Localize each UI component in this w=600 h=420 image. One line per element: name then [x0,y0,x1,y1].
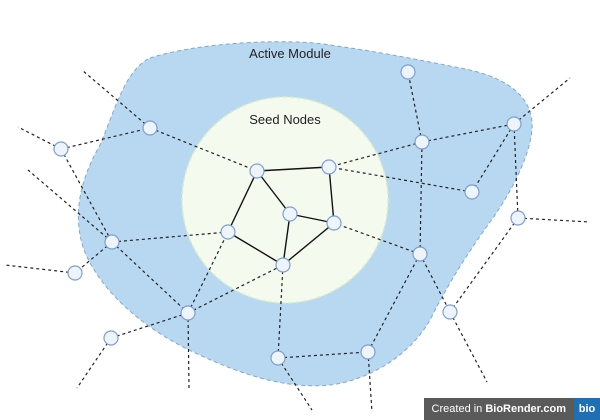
edge-dashed [513,123,519,219]
edge-dashed [367,253,421,353]
edge-dashed [328,166,473,193]
edges-group [4,69,591,413]
node [220,224,236,240]
seed-nodes-region [181,96,389,304]
active-module-label: Active Module [249,46,331,61]
edge-seed [227,170,258,233]
node [103,330,119,346]
edge-dashed [328,141,423,168]
edge-dashed [471,123,515,193]
edge-dashed [449,311,488,383]
node [442,304,458,320]
seed-nodes-label: Seed Nodes [249,112,321,127]
edge-dashed [419,141,423,255]
nodes-group [53,64,526,366]
edge-dashed [110,312,189,339]
node [464,184,480,200]
node [142,120,158,136]
edge-dashed [421,123,515,143]
edge-dashed [367,351,373,413]
edge-dashed [187,312,190,389]
node [67,265,83,281]
edge-dashed [513,77,571,125]
node [360,344,376,360]
node [326,215,342,231]
edge-dashed [419,253,451,313]
node [104,234,120,250]
edge-dashed [449,217,519,313]
bio-logo: bio [574,398,600,420]
node [282,206,298,222]
node [506,116,522,132]
node [321,159,337,175]
node [400,64,416,80]
edge-dashed [76,337,112,389]
badge-prefix: Created in [431,403,483,415]
edge-seed [256,166,330,172]
edge-dashed [4,264,76,274]
edge-seed [256,170,291,215]
node [249,163,265,179]
node [270,350,286,366]
edge-dashed [74,241,113,274]
edge-dashed [149,127,258,172]
node [412,246,428,262]
node [414,134,430,150]
edge-dashed [27,169,113,243]
badge-brand: BioRender.com [485,403,566,415]
edge-dashed [111,241,189,314]
node [275,257,291,273]
node [180,305,196,321]
biorender-badge[interactable]: Created in BioRender.com bio [423,398,600,420]
edge-seed [328,166,335,224]
edge-dashed [17,126,62,150]
node [510,210,526,226]
edge-seed [282,213,291,266]
edge-seed [282,222,335,266]
edge-dashed [277,357,313,411]
badge-text: Created in BioRender.com [424,398,574,420]
edge-dashed [111,231,229,243]
edge-dashed [81,69,151,129]
edge-seed [227,231,284,266]
node [53,141,69,157]
edge-dashed [517,217,591,223]
